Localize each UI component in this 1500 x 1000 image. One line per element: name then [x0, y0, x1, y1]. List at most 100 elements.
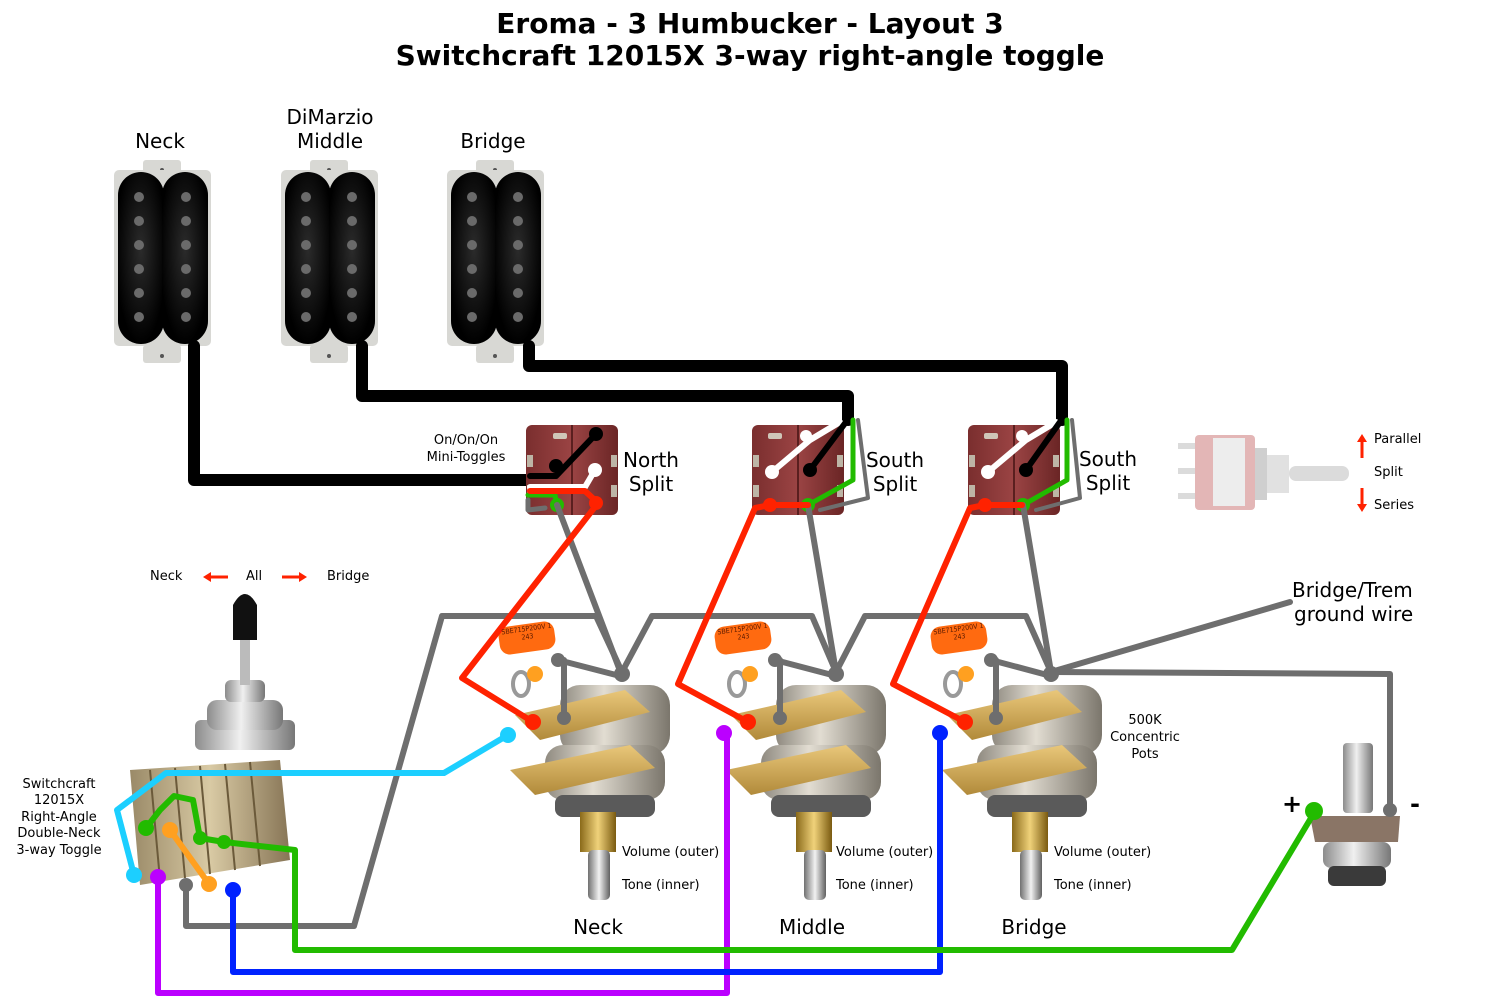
- pot-label-bridge: Bridge: [1001, 915, 1067, 939]
- cable-neck: [188, 340, 536, 486]
- pots-caption-2: Concentric: [1110, 730, 1180, 745]
- selector-legend-neck: Neck: [150, 569, 183, 584]
- terminal-cyan: [126, 867, 142, 883]
- terminal-green: [138, 820, 154, 836]
- output-jack[interactable]: [1310, 743, 1400, 886]
- capacitor-neck: [498, 621, 556, 655]
- pickup-label-bridge: Bridge: [460, 129, 526, 153]
- pots-caption-3: Pots: [1131, 747, 1159, 762]
- terminal-white: [1016, 430, 1028, 442]
- pickup-label-middle-brand: DiMarzio: [286, 105, 374, 129]
- pickup-neck: [114, 160, 211, 363]
- wire-black-middle: [807, 419, 849, 473]
- terminal-black: [549, 459, 563, 473]
- mini-toggle-south-split-1[interactable]: [752, 425, 844, 515]
- legend-split: Split: [1374, 465, 1403, 480]
- diagram-title: Eroma - 3 Humbucker - Layout 3: [496, 7, 1004, 40]
- pot-bridge-tone-label: Tone (inner): [1054, 878, 1132, 893]
- selector-caption-2: 12015X: [33, 793, 85, 808]
- pot-middle-volume-label: Volume (outer): [836, 845, 934, 860]
- concentric-pot-middle[interactable]: [713, 620, 886, 900]
- terminal-green: [217, 835, 231, 849]
- wire-black-north: [527, 431, 599, 479]
- wire-gray-bridge: [1034, 418, 1082, 512]
- pots-caption-1: 500K: [1128, 713, 1162, 728]
- toggle-legend-arrows: [1357, 434, 1367, 512]
- arrow-right-icon: [299, 572, 307, 582]
- arrow-down-icon: [1357, 504, 1367, 512]
- mini-toggle-caption-2: Mini-Toggles: [426, 450, 506, 465]
- jack-minus-label: -: [1410, 790, 1420, 818]
- pickup-label-middle: Middle: [296, 129, 364, 153]
- pickup-label-neck: Neck: [135, 129, 185, 153]
- toggle-label-south-1: South: [865, 448, 925, 472]
- selector-caption-3: Right-Angle: [21, 810, 97, 825]
- toggle-label-north: North: [623, 448, 679, 472]
- selector-caption-1: Switchcraft: [22, 777, 96, 792]
- wire-green-bridge: [1020, 417, 1070, 508]
- mini-toggle-legend-picture: [1178, 435, 1349, 510]
- terminal-black: [589, 427, 603, 441]
- concentric-pot-bridge[interactable]: [929, 620, 1102, 900]
- wire-blue-bridge: [230, 730, 943, 975]
- ground-wires: [183, 502, 1393, 929]
- terminal-white: [800, 430, 812, 442]
- wire-black-bridge: [1023, 419, 1063, 473]
- terminal-green: [193, 831, 207, 845]
- legend-parallel: Parallel: [1374, 432, 1422, 447]
- selector-caption-5: 3-way Toggle: [16, 843, 102, 858]
- terminal-black: [803, 463, 817, 477]
- wire-orange-jumper: [167, 827, 212, 887]
- wire-cyan-neck: [114, 732, 511, 878]
- terminal-black: [1019, 463, 1033, 477]
- terminal-orange: [201, 876, 217, 892]
- pot-neck-tone-label: Tone (inner): [622, 878, 700, 893]
- wire-gray-north: [525, 497, 548, 513]
- terminal-white: [981, 465, 995, 479]
- selector-legend-arrows: [203, 572, 307, 582]
- jack-plus-label: +: [1282, 790, 1303, 818]
- pickup-middle: [281, 160, 378, 363]
- capacitor-middle: [714, 621, 772, 655]
- capacitor-terminals: [527, 666, 974, 682]
- pot-middle-tone-label: Tone (inner): [836, 878, 914, 893]
- wire-green-output: [143, 793, 1317, 953]
- toggle-label-north-split: Split: [628, 472, 674, 496]
- wire-purple-middle: [155, 730, 730, 996]
- terminal-purple: [716, 725, 732, 741]
- terminal-blue: [932, 725, 948, 741]
- cable-middle: [356, 340, 854, 426]
- ground-wire-label-2: ground wire: [1294, 602, 1414, 626]
- capacitor-bridge: [930, 621, 988, 655]
- mini-toggle-caption-1: On/On/On: [433, 433, 499, 448]
- wire-gray-middle: [818, 418, 870, 512]
- signal-wires-red: [459, 488, 1025, 725]
- selector-caption-4: Double-Neck: [17, 826, 101, 841]
- arrow-up-icon: [1357, 434, 1367, 442]
- pot-bridge-volume-label: Volume (outer): [1054, 845, 1152, 860]
- red-terminals: [525, 496, 992, 730]
- pot-label-middle: Middle: [778, 915, 846, 939]
- legend-series: Series: [1374, 498, 1414, 513]
- toggle-label-south-2-split: Split: [1085, 471, 1131, 495]
- selector-switch-3way[interactable]: [130, 594, 295, 885]
- terminal-cyan: [500, 727, 516, 743]
- pot-neck-volume-label: Volume (outer): [622, 845, 720, 860]
- terminal-blue: [225, 882, 241, 898]
- diagram-subtitle: Switchcraft 12015X 3-way right-angle tog…: [395, 39, 1105, 72]
- terminal-purple: [150, 869, 166, 885]
- toggle-label-south-2: South: [1078, 447, 1138, 471]
- selector-legend-bridge: Bridge: [327, 569, 370, 584]
- concentric-pot-neck[interactable]: [497, 620, 670, 900]
- terminal-green: [1305, 802, 1323, 820]
- mini-toggle-north-split[interactable]: [526, 425, 618, 515]
- mini-toggle-south-split-2[interactable]: [968, 425, 1060, 515]
- ground-wire-label-1: Bridge/Trem: [1292, 578, 1413, 602]
- arrow-left-icon: [203, 572, 211, 582]
- wire-green-middle: [805, 417, 856, 508]
- terminal-orange: [162, 822, 178, 838]
- pot-label-neck: Neck: [573, 915, 623, 939]
- terminal-white: [765, 465, 779, 479]
- selector-legend-all: All: [246, 569, 263, 584]
